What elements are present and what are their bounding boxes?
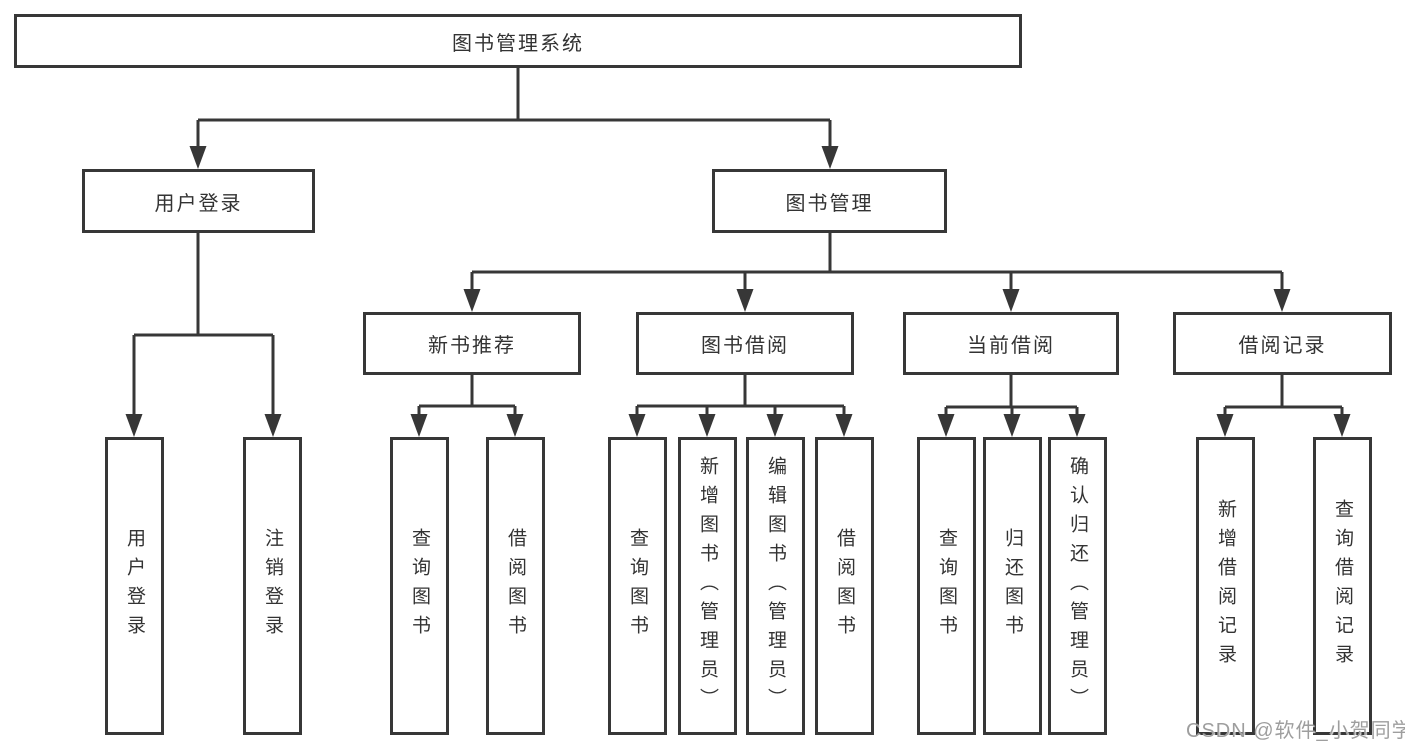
node-book-borrow: 图书借阅 <box>636 312 854 375</box>
leaf-query-books-2: 查询图书 <box>608 437 667 735</box>
leaf-query-books-1: 查询图书 <box>390 437 449 735</box>
node-root-label: 图书管理系统 <box>452 32 584 55</box>
leaf-edit-books-admin: 编辑图书（管理员） <box>746 437 805 735</box>
leaf-logout-label: 注销登录 <box>262 528 283 644</box>
leaf-query-borrow-record: 查询借阅记录 <box>1313 437 1372 735</box>
arrow-down-icon <box>125 414 143 437</box>
leaf-add-books-admin: 新增图书（管理员） <box>678 437 737 735</box>
node-user-login: 用户登录 <box>82 169 315 233</box>
arrow-down-icon <box>698 414 716 437</box>
leaf-query-books-3: 查询图书 <box>917 437 976 735</box>
leaf-user-login: 用户登录 <box>105 437 164 735</box>
arrow-down-icon <box>1003 414 1021 437</box>
node-new-book-rec-label: 新书推荐 <box>428 335 516 357</box>
leaf-query-books-3-label: 查询图书 <box>936 528 957 644</box>
leaf-logout: 注销登录 <box>243 437 302 735</box>
arrow-down-icon <box>736 289 754 312</box>
arrow-down-icon <box>410 414 428 437</box>
leaf-borrow-books-1-label: 借阅图书 <box>505 528 526 644</box>
leaf-confirm-return-admin-label: 确认归还（管理员） <box>1067 455 1088 717</box>
leaf-query-books-2-label: 查询图书 <box>627 528 648 644</box>
arrow-down-icon <box>1216 414 1234 437</box>
leaf-query-books-1-label: 查询图书 <box>409 528 430 644</box>
leaf-borrow-books-2: 借阅图书 <box>815 437 874 735</box>
arrow-down-icon <box>506 414 524 437</box>
arrow-down-icon <box>628 414 646 437</box>
node-book-borrow-label: 图书借阅 <box>701 335 789 357</box>
arrow-down-icon <box>937 414 955 437</box>
node-book-mgmt: 图书管理 <box>712 169 947 233</box>
leaf-confirm-return-admin: 确认归还（管理员） <box>1048 437 1107 735</box>
arrow-down-icon <box>766 414 784 437</box>
arrow-down-icon <box>1002 289 1020 312</box>
watermark: CSDN @软件_小贺同学 <box>1186 720 1405 742</box>
arrow-down-icon <box>189 146 207 169</box>
node-borrow-records-label: 借阅记录 <box>1238 335 1327 357</box>
leaf-add-borrow-record: 新增借阅记录 <box>1196 437 1255 735</box>
node-book-mgmt-label: 图书管理 <box>785 192 874 215</box>
leaf-add-borrow-record-label: 新增借阅记录 <box>1215 499 1236 673</box>
arrow-down-icon <box>1273 289 1291 312</box>
leaf-query-borrow-record-label: 查询借阅记录 <box>1332 499 1353 673</box>
arrowheads <box>125 146 1351 437</box>
leaf-borrow-books-1: 借阅图书 <box>486 437 545 735</box>
node-current-borrow-label: 当前借阅 <box>967 335 1055 357</box>
arrow-down-icon <box>463 289 481 312</box>
arrow-down-icon <box>821 146 839 169</box>
arrow-down-icon <box>835 414 853 437</box>
node-new-book-rec: 新书推荐 <box>363 312 581 375</box>
node-root: 图书管理系统 <box>14 14 1022 68</box>
arrow-down-icon <box>1333 414 1351 437</box>
node-user-login-label: 用户登录 <box>154 192 243 215</box>
node-current-borrow: 当前借阅 <box>903 312 1119 375</box>
leaf-add-books-admin-label: 新增图书（管理员） <box>697 455 718 717</box>
leaf-user-login-label: 用户登录 <box>124 528 145 644</box>
leaf-return-books-label: 归还图书 <box>1002 528 1023 644</box>
arrow-down-icon <box>264 414 282 437</box>
leaf-return-books: 归还图书 <box>983 437 1042 735</box>
arrow-down-icon <box>1068 414 1086 437</box>
node-borrow-records: 借阅记录 <box>1173 312 1392 375</box>
leaf-borrow-books-2-label: 借阅图书 <box>834 528 855 644</box>
leaf-edit-books-admin-label: 编辑图书（管理员） <box>765 455 786 717</box>
